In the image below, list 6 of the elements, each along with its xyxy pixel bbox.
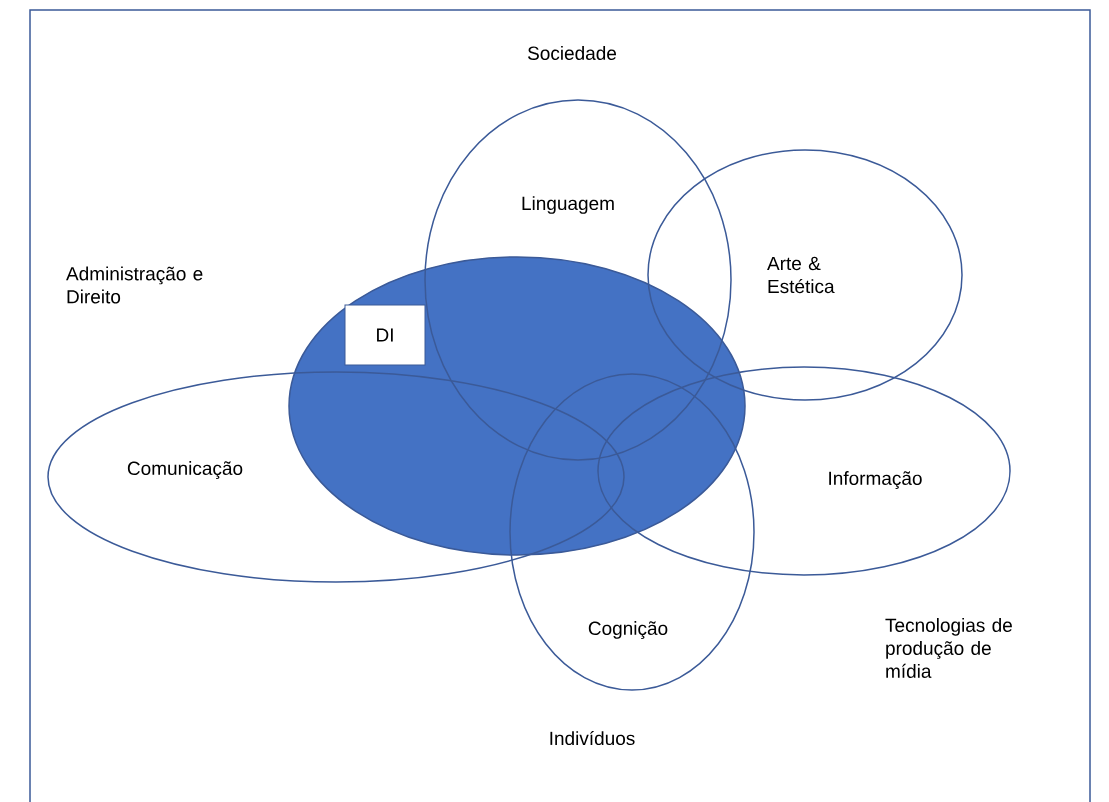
area-label: Sociedade xyxy=(527,46,617,60)
label-box: DI xyxy=(344,304,426,366)
area-label: Tecnologias de produção de mídia xyxy=(885,618,1012,678)
area-label: Administração e Direito xyxy=(66,266,203,304)
area-label: Indivíduos xyxy=(550,730,635,746)
filled-ellipse xyxy=(288,256,746,556)
